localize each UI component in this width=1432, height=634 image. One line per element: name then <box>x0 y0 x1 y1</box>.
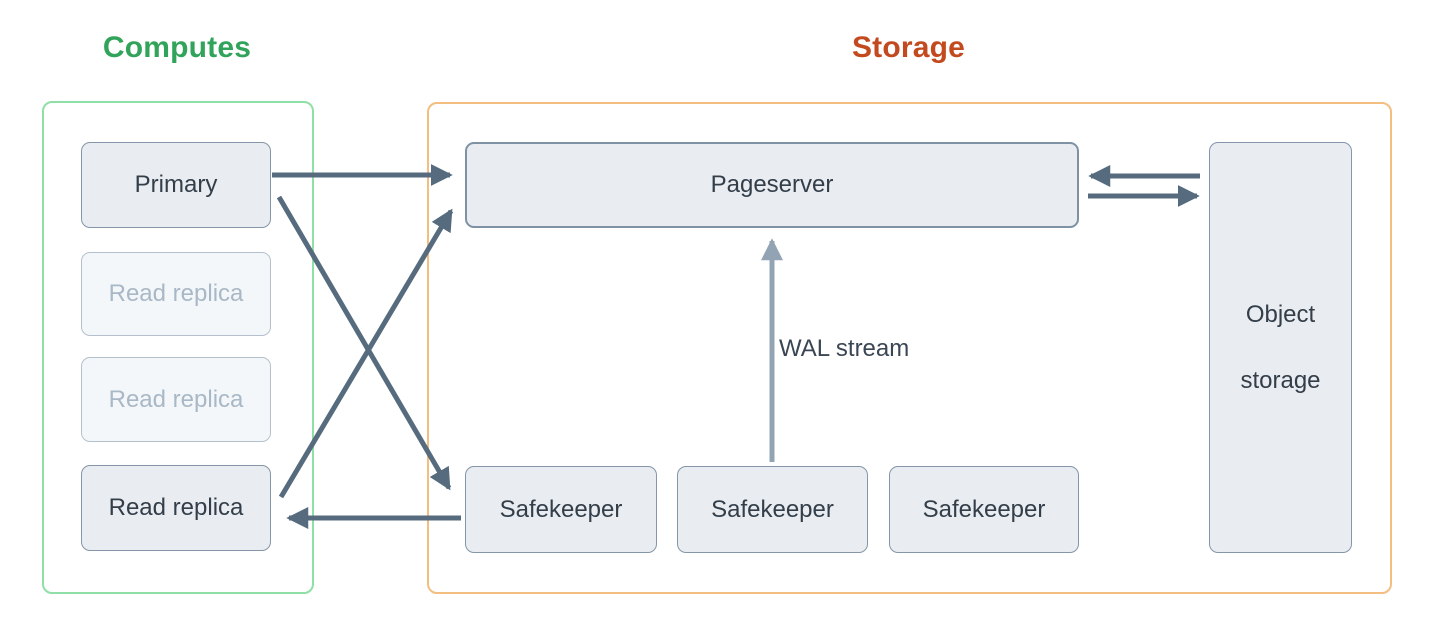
node-pageserver: Pageserver <box>465 142 1079 228</box>
wal-stream-label: WAL stream <box>779 335 910 362</box>
node-primary: Primary <box>81 142 271 228</box>
node-read-replica-2: Read replica <box>81 357 271 442</box>
node-read-replica-1: Read replica <box>81 252 271 336</box>
node-safekeeper-3: Safekeeper <box>889 466 1079 553</box>
computes-group-title: Computes <box>102 31 252 64</box>
node-safekeeper-2: Safekeeper <box>677 466 868 553</box>
node-object-storage: Object storage <box>1209 142 1352 553</box>
node-safekeeper-1: Safekeeper <box>465 466 657 553</box>
object-storage-label-line2: storage <box>1240 366 1321 394</box>
storage-group-title: Storage <box>851 31 966 64</box>
object-storage-label-line1: Object <box>1245 300 1316 328</box>
node-read-replica-3: Read replica <box>81 465 271 551</box>
